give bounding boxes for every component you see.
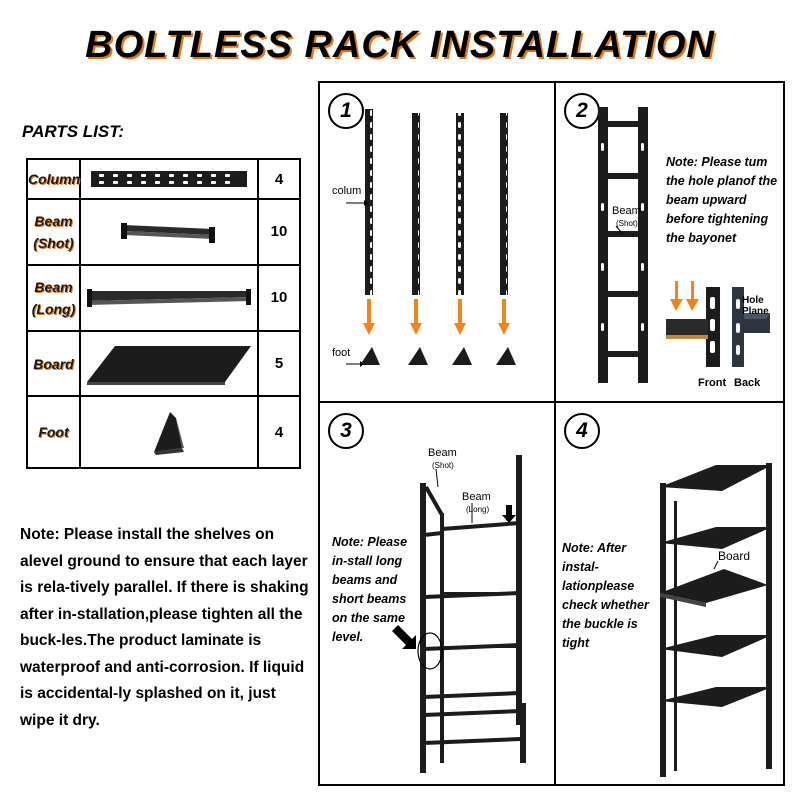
part-quantity: 10 xyxy=(257,198,301,266)
beam-sub-label: (Shot) xyxy=(616,219,638,228)
part-name: Foot xyxy=(26,395,81,469)
step-number: 1 xyxy=(328,93,364,129)
parts-list-heading: PARTS LIST: xyxy=(22,122,124,141)
beam-long-sub-label: (Long) xyxy=(466,505,490,514)
column-group xyxy=(365,109,508,295)
short-beam-icon xyxy=(121,222,215,243)
columns-and-feet-illustration xyxy=(346,109,516,367)
beam-short-label: Beam xyxy=(428,447,457,459)
back-detail xyxy=(732,287,770,367)
part-quantity: 4 xyxy=(257,157,301,201)
installation-note: Note: Please install the shelves on alev… xyxy=(20,526,309,729)
front-detail xyxy=(666,287,720,367)
parts-row-board: Board 5 xyxy=(26,329,301,398)
back-label: Back xyxy=(734,377,761,389)
parts-row-beam-short: Beam (Shot) 10 xyxy=(26,198,301,266)
column-icon xyxy=(91,171,247,188)
board-label: Board xyxy=(718,549,751,563)
step-4-note: Note: After instal-lationplease check wh… xyxy=(562,541,649,650)
step-3-note: Note: Please in-stall long beams and sho… xyxy=(332,535,408,644)
long-beam-icon xyxy=(87,288,251,307)
step-number: 3 xyxy=(328,413,364,449)
column-label: colum xyxy=(332,185,362,197)
part-quantity: 5 xyxy=(257,329,301,398)
step-3-panel: 3 Beam (Shot) Beam (Long) Note: xyxy=(318,401,556,786)
parts-row-beam-long: Beam (Long) 10 xyxy=(26,263,301,332)
finished-rack-illustration xyxy=(660,463,772,777)
step-number: 4 xyxy=(564,413,600,449)
frame-assembly-illustration xyxy=(392,455,526,773)
beam-label: Beam xyxy=(612,205,641,217)
board-icon xyxy=(87,345,251,385)
part-name: Beam (Long) xyxy=(26,263,81,332)
step-2-panel: 2 Be xyxy=(554,81,785,403)
step-1-panel: 1 colum foot xyxy=(318,81,556,403)
hole-plane-label: Hole Plane xyxy=(742,295,769,317)
beam-frame-illustration xyxy=(598,107,770,383)
foot-icon xyxy=(154,412,184,456)
foot-label: foot xyxy=(332,347,351,359)
part-name: Column xyxy=(26,157,81,201)
parts-row-foot: Foot 4 xyxy=(26,395,301,469)
part-quantity: 4 xyxy=(257,395,301,469)
page-title: BOLTLESS RACK INSTALLATION xyxy=(85,24,715,66)
beam-short-sub-label: (Shot) xyxy=(432,461,454,470)
front-label: Front xyxy=(698,377,727,389)
step-4-panel: 4 Board Note: After instal-lationplease … xyxy=(554,401,785,786)
part-name: Beam (Shot) xyxy=(26,198,81,266)
parts-list-table: Column 4 Beam (Shot) 10 Beam (Long) xyxy=(26,157,301,469)
part-name: Board xyxy=(26,329,81,398)
parts-row-column: Column 4 xyxy=(26,157,301,201)
beam-long-label: Beam xyxy=(462,491,491,503)
step-2-note: Note: Please tum the hole planof the bea… xyxy=(666,155,778,245)
part-quantity: 10 xyxy=(257,263,301,332)
